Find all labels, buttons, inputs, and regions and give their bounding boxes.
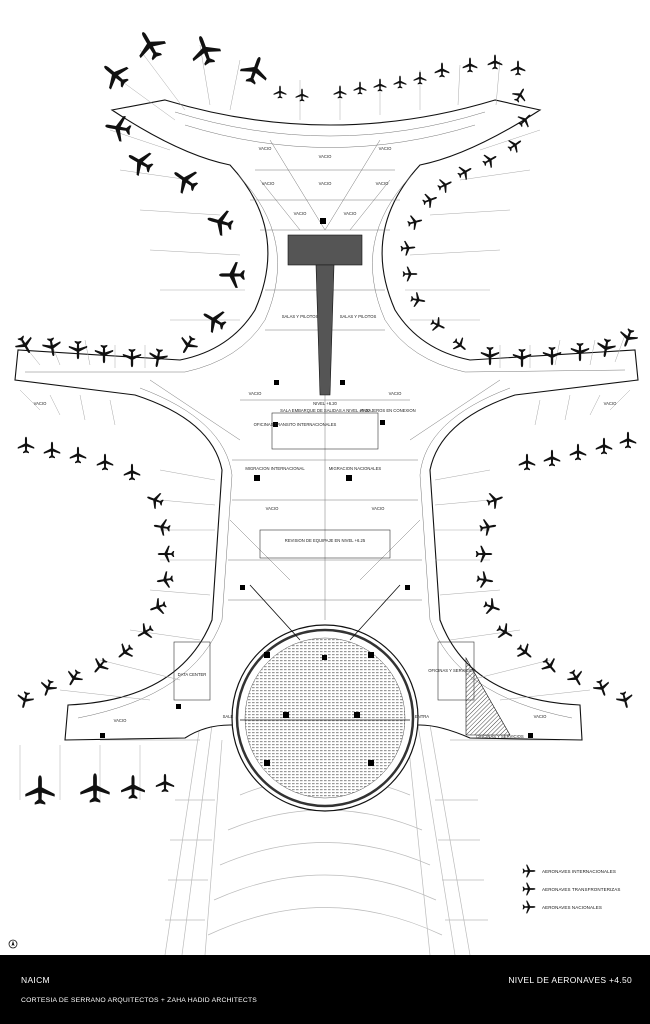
label-entra: ENTRA <box>415 714 429 719</box>
label-vacio-3: VACIO <box>379 146 392 151</box>
footer-bar: NAICM CORTESIA DE SERRANO ARQUITECTOS + … <box>0 955 650 1024</box>
label-sala-salidas: SALA EMBARQUE DE SALIDAS A NIVEL ±0.00 <box>280 408 370 413</box>
label-vacio-5: VACIO <box>319 181 332 186</box>
credit-line: CORTESIA DE SERRANO ARQUITECTOS + ZAHA H… <box>21 997 258 1004</box>
core-markers <box>100 218 533 766</box>
label-oficinas-servicios-1: OFICINAS Y SERVICIOS <box>428 668 476 673</box>
label-data-center: DATA CENTER <box>178 672 207 677</box>
label-pasajeros-conexion: PASAJEROS EN CONEXION <box>360 408 415 413</box>
label-vacio-1: VACIO <box>259 146 272 151</box>
legend-item: AERONAVES NACIONALES <box>522 898 642 916</box>
label-vacio-4: VACIO <box>262 181 275 186</box>
label-vacio-12: VACIO <box>604 401 617 406</box>
label-vacio-2: VACIO <box>319 154 332 159</box>
label-vacio-14: VACIO <box>534 714 547 719</box>
label-migracion-int: MIGRACION INTERNACIONAL <box>245 466 305 471</box>
legend-label: AERONAVES NACIONALES <box>542 904 602 910</box>
label-vacio-7: VACIO <box>294 211 307 216</box>
label-salas-pilotos-1: SALAS Y PILOTOS <box>282 314 319 319</box>
legend-item: AERONAVES INTERNACIONALES <box>522 862 642 880</box>
legend-label: AERONAVES TRANSFRONTERIZAS <box>542 886 621 892</box>
label-vacio-16: VACIO <box>372 506 385 511</box>
legend-item: AERONAVES TRANSFRONTERIZAS <box>522 880 642 898</box>
label-vacio-8: VACIO <box>344 211 357 216</box>
airplane-icon <box>522 900 536 914</box>
plan-labels: VACIO VACIO VACIO VACIO VACIO VACIO VACI… <box>34 146 617 739</box>
central-core <box>173 234 511 736</box>
label-nivel-620: NIVEL +6.20 <box>313 401 337 406</box>
label-oficinas-transito: OFICINAS TRANSITO INTERNACIONALES <box>254 422 337 427</box>
aircraft-legend: AERONAVES INTERNACIONALES AERONAVES TRAN… <box>522 862 642 916</box>
label-vacio-9: VACIO <box>249 391 262 396</box>
airplane-icon <box>522 882 536 896</box>
terminal-outline <box>14 99 639 741</box>
label-salas-pilotos-2: SALAS Y PILOTOS <box>340 314 377 319</box>
label-oficinas-servicios-2: OFICINAS Y SERVICIOS <box>476 734 524 739</box>
project-title: NAICM <box>21 975 50 985</box>
label-vacio-11: VACIO <box>34 401 47 406</box>
ground-access-lines <box>100 724 560 955</box>
label-vacio-6: VACIO <box>376 181 389 186</box>
gate-stand-lines <box>19 44 631 800</box>
label-sale: SALE <box>223 714 234 719</box>
legend-label: AERONAVES INTERNACIONALES <box>542 868 616 874</box>
airplane-icon <box>522 864 536 878</box>
label-revision-equipaje: REVISION DE EQUIPAJE EN NIVEL +6.25 <box>285 538 366 543</box>
label-vacio-15: VACIO <box>266 506 279 511</box>
level-label: NIVEL DE AERONAVES +4.50 <box>508 975 632 985</box>
label-vacio-10: VACIO <box>389 391 402 396</box>
terminal-floor-plan: VACIO VACIO VACIO VACIO VACIO VACIO VACI… <box>12 24 640 955</box>
label-migracion-nac: MIGRACION NACIONALES <box>329 466 382 471</box>
label-vacio-13: VACIO <box>114 718 127 723</box>
north-arrow-icon <box>8 939 18 949</box>
